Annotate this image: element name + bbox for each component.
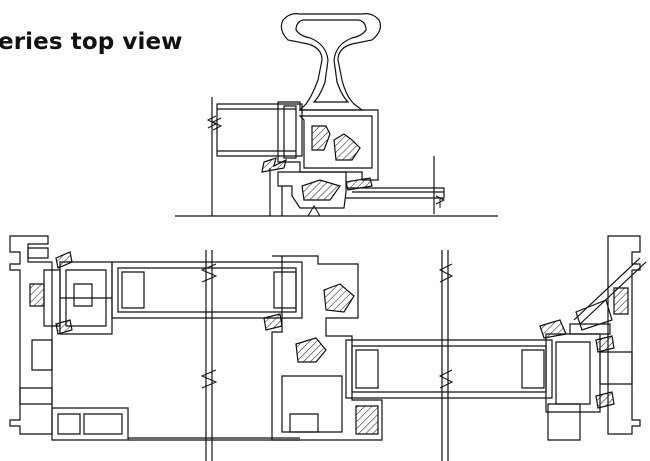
handle-inner: [296, 20, 366, 102]
left-frame-profile: [10, 236, 52, 434]
top-detail: [175, 14, 498, 216]
drawing-title: eries top view: [0, 29, 183, 55]
bottom-detail: [10, 236, 646, 461]
right-frame-profile: [608, 236, 640, 434]
